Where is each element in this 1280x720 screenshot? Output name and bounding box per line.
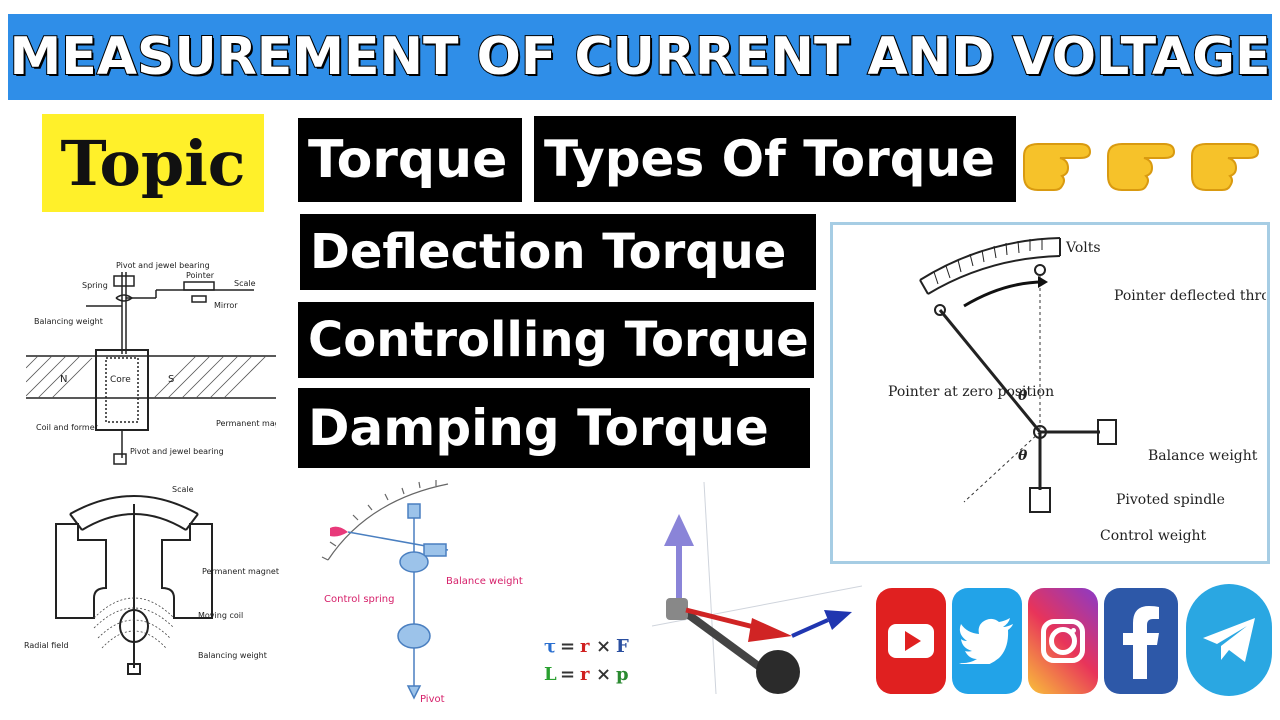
formula-symbol: F xyxy=(616,636,629,657)
youtube-icon[interactable] xyxy=(876,588,946,694)
formula-symbol: p xyxy=(616,664,629,685)
pmmc-label: Scale xyxy=(234,279,256,288)
gravity-label: Control weight xyxy=(1100,528,1207,544)
moving-coil-label: Permanent magnet xyxy=(202,567,279,576)
pmmc-label: Pointer xyxy=(186,271,215,280)
gravity-label: Volts xyxy=(1065,240,1101,256)
gravity-label: Pointer deflected through angle, θ xyxy=(1114,288,1266,304)
facebook-f-icon xyxy=(1123,606,1159,679)
torque-vector-illustration xyxy=(652,481,862,695)
pmmc-label: N xyxy=(60,374,67,385)
twitter-icon[interactable] xyxy=(952,588,1022,694)
gravity-label: Balance weight xyxy=(1148,448,1258,464)
formula-symbol: L xyxy=(544,664,557,685)
pmmc-label: Spring xyxy=(82,281,108,290)
pmmc-diagram: Pivot and jewel bearing Spring Pointer S… xyxy=(26,261,276,465)
formula-symbol: = xyxy=(560,636,575,657)
pmmc-label: Balancing weight xyxy=(34,317,103,326)
pmmc-label: Pivot and jewel bearing xyxy=(116,261,210,270)
telegram-plane-icon xyxy=(1203,618,1255,662)
spring-label: Balance weight xyxy=(446,576,523,587)
topic-deflection-torque: Deflection Torque xyxy=(300,214,816,290)
formulas: τ = r × F L = r × p xyxy=(544,636,629,685)
spring-label: Pivot xyxy=(420,694,445,705)
pmmc-label: S xyxy=(168,374,174,385)
topic-torque: Torque xyxy=(298,118,522,202)
gravity-diagram: Volts Pointer deflected through angle, θ… xyxy=(888,237,1266,544)
pmmc-label: Core xyxy=(110,375,131,385)
formula-symbol: r xyxy=(580,636,590,657)
formula-symbol: τ xyxy=(544,636,556,657)
instagram-camera-icon xyxy=(1041,619,1085,663)
page-title: MEASUREMENT OF CURRENT AND VOLTAGE xyxy=(9,26,1272,88)
hand-pointing-icon xyxy=(1107,143,1176,191)
youtube-play-icon xyxy=(888,624,934,658)
facebook-icon[interactable] xyxy=(1104,588,1178,694)
moving-coil-diagram: Scale Permanent magnet Moving coil Radia… xyxy=(24,485,279,675)
twitter-bird-icon xyxy=(959,618,1013,664)
moving-coil-label: Balancing weight xyxy=(198,651,267,660)
pmmc-label: Permanent magnet xyxy=(216,419,276,428)
formula-symbol: r xyxy=(580,664,590,685)
hand-pointing-icon xyxy=(1191,143,1260,191)
gravity-label: θ xyxy=(1018,448,1028,464)
spring-diagram: Balance weight Control spring Pivot xyxy=(321,480,523,705)
gravity-label: θ xyxy=(1018,388,1028,404)
pmmc-label: Coil and former xyxy=(36,423,99,432)
pmmc-label: Mirror xyxy=(214,301,238,310)
moving-coil-label: Radial field xyxy=(24,641,69,650)
hand-pointing-icon xyxy=(1023,143,1092,191)
moving-coil-label: Scale xyxy=(172,485,194,494)
spring-label: Control spring xyxy=(324,594,394,605)
telegram-icon[interactable] xyxy=(1186,584,1272,696)
topic-damping-torque: Damping Torque xyxy=(298,388,810,468)
gravity-label: Pointer at zero position xyxy=(888,384,1054,400)
formula-symbol: × xyxy=(596,636,611,657)
title-banner xyxy=(8,14,1272,100)
topic-badge: Topic xyxy=(42,114,264,212)
pointing-hands xyxy=(1023,143,1260,191)
topic-controlling-torque: Controlling Torque xyxy=(298,302,814,378)
pmmc-label: Pivot and jewel bearing xyxy=(130,447,224,456)
instagram-icon[interactable] xyxy=(1028,588,1098,694)
formula-symbol: = xyxy=(560,664,575,685)
gravity-label: Pivoted spindle xyxy=(1116,492,1225,508)
moving-coil-label: Moving coil xyxy=(198,611,243,620)
topic-types-of-torque: Types Of Torque xyxy=(534,116,1016,202)
formula-symbol: × xyxy=(596,664,611,685)
